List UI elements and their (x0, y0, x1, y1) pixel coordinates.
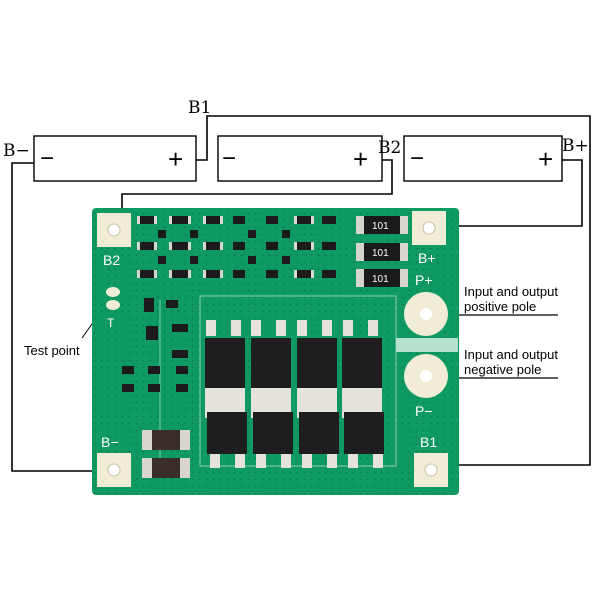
pad-p-minus: P− (404, 354, 448, 419)
wire-b1 (196, 115, 591, 466)
battery-cell-2: − + (217, 135, 383, 182)
pad-b2: B2 (97, 213, 131, 268)
smd-rows (122, 216, 336, 392)
annotation-positive-line1: Input and output (464, 284, 558, 299)
label-b-minus: B− (3, 141, 30, 161)
label-b1: B1 (188, 98, 211, 118)
cell-minus-sign: − (410, 145, 424, 172)
battery-cell-1: − + (33, 135, 197, 182)
bms-board: B2 B− B+ B1 P+ P− (92, 208, 459, 495)
label-b2: B2 (378, 138, 401, 158)
annotation-negative-line2: negative pole (464, 362, 541, 377)
resistor-code: 101 (372, 221, 389, 232)
pad-b-minus-silk: B− (101, 434, 119, 450)
pad-b2-silk: B2 (103, 252, 120, 268)
wire-b-plus (440, 159, 583, 227)
pad-b1: B1 (414, 434, 448, 487)
wire-b2 (121, 159, 393, 230)
pad-p-plus: P+ (404, 272, 448, 336)
mosfet-row-top (205, 320, 382, 404)
cell-minus-sign: − (222, 145, 236, 172)
mosfet-row-bottom (205, 402, 384, 468)
pad-b-minus: B− (97, 434, 131, 487)
annotation-negative-line1: Input and output (464, 347, 558, 362)
pad-p-plus-silk: P+ (415, 272, 433, 288)
battery-cell-3: − + (403, 135, 563, 182)
silk-band (396, 338, 458, 352)
cell-plus-sign: + (353, 144, 368, 174)
annotation-test-point: Test point (24, 343, 80, 358)
shunt-resistors (142, 430, 190, 478)
label-b-plus: B+ (562, 136, 589, 156)
pad-b-plus-silk: B+ (418, 250, 436, 266)
resistor-3: 101 (356, 269, 408, 287)
resistor-1: 101 (356, 216, 408, 234)
cell-plus-sign: + (168, 144, 183, 174)
pad-p-minus-silk: P− (415, 403, 433, 419)
pad-b-plus: B+ (412, 211, 446, 266)
test-point-silk: T (107, 316, 115, 330)
test-point-pads: T (106, 287, 120, 330)
resistor-code: 101 (372, 248, 389, 259)
wiring (11, 115, 591, 472)
resistor-2: 101 (356, 243, 408, 261)
wire-b-minus (11, 162, 112, 472)
pad-b1-silk: B1 (420, 434, 437, 450)
cell-minus-sign: − (40, 145, 54, 172)
cell-plus-sign: + (538, 144, 553, 174)
resistor-code: 101 (372, 274, 389, 285)
annotation-positive-line2: positive pole (464, 299, 536, 314)
